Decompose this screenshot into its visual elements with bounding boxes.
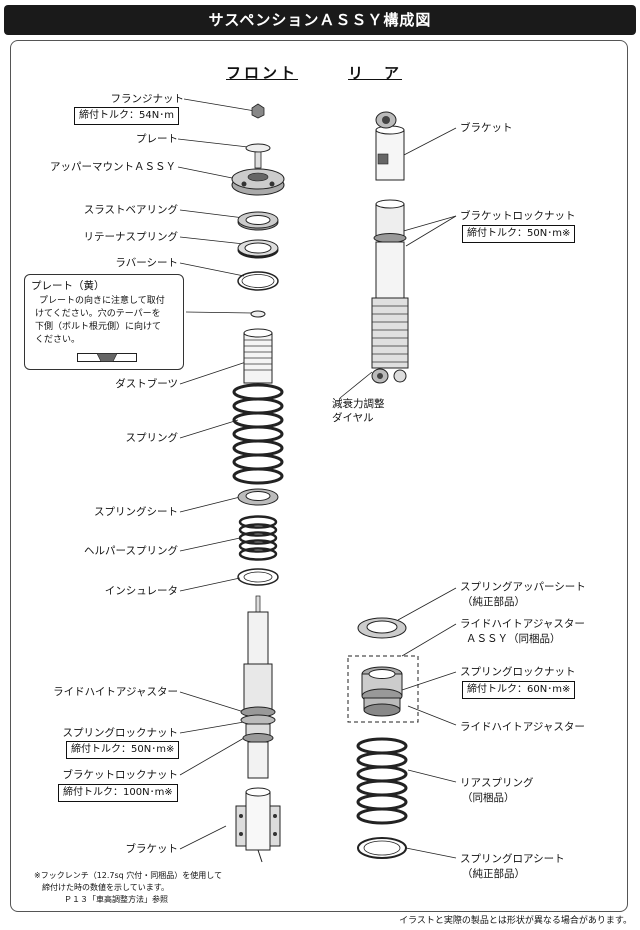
callout-line: プレートの向きに注意して取付 xyxy=(39,296,165,306)
label-spring-lock-nut: スプリングロックナット xyxy=(62,727,179,739)
yellow-plate-callout: プレート（黄） プレートの向きに注意して取付 けてください。穴のテーパーを 下側… xyxy=(24,274,184,370)
label-bracket-lock-nut: ブラケットロックナット xyxy=(62,769,179,781)
rear-spring-upper-seat-part xyxy=(357,617,407,639)
retainer-spring-part xyxy=(237,239,279,259)
rear-bracket-part xyxy=(375,111,405,181)
torque-spring-lock-nut: 締付トルク：50N･m※ xyxy=(66,741,180,759)
rear-heading: リ ア xyxy=(348,64,403,82)
rear-ride-height-adjuster-part xyxy=(361,666,403,717)
callout-line: ください。 xyxy=(35,335,81,345)
label-rear-bracket: ブラケット xyxy=(460,122,513,134)
spring-seat-part xyxy=(237,488,279,506)
rear-spring-part xyxy=(356,737,408,825)
front-damper-part xyxy=(240,595,276,779)
label-spring-lower-seat: スプリングロアシート xyxy=(460,853,565,865)
dust-boots-part xyxy=(243,328,273,384)
torque-flange-nut: 締付トルク：54N･m xyxy=(74,107,179,125)
label-thrust-bearing: スラストベアリング xyxy=(83,204,178,216)
label-dust-boots: ダストブーツ xyxy=(115,378,178,390)
yellow-plate-part xyxy=(250,310,266,318)
upper-mount-part xyxy=(231,151,285,196)
label-insulator: インシュレータ xyxy=(104,585,178,597)
helper-spring-part xyxy=(238,515,278,561)
flange-nut-part xyxy=(251,103,265,119)
plate-profile-icon xyxy=(77,353,137,362)
torque-bracket-lock-nut: 締付トルク：100N･m※ xyxy=(58,784,178,802)
callout-line: 下側（ボルト根元側）に向けて xyxy=(35,322,162,332)
label-spring-upper-seat: スプリングアッパーシート xyxy=(460,581,586,593)
label-ride-height-adjuster: ライドハイトアジャスター xyxy=(53,686,178,698)
front-bracket-part xyxy=(235,787,281,863)
rear-damper-part xyxy=(371,199,409,384)
torque-rear-spring-lock-nut: 締付トルク：60N･m※ xyxy=(462,681,576,699)
label-flange-nut: フランジナット xyxy=(110,93,185,105)
label-damping-dial-2: ダイヤル xyxy=(332,412,374,424)
leader-lines xyxy=(177,98,457,859)
front-heading: フロント xyxy=(226,64,299,82)
callout-title: プレート（黄） xyxy=(31,280,105,292)
label-rear-bracket-lock-nut: ブラケットロックナット xyxy=(460,210,576,222)
label-rear-spring-2: （同梱品） xyxy=(462,792,515,804)
label-plate: プレート xyxy=(136,133,178,145)
label-retainer-spring: リテーナスプリング xyxy=(83,231,179,243)
note-line: Ｐ１３「車高調整方法」参照 xyxy=(64,895,168,904)
rear-spring-lower-seat-part xyxy=(357,837,407,859)
label-ride-height-assy-2: ＡＳＳＹ（同梱品） xyxy=(466,633,561,645)
label-rear-ride-height-adjuster: ライドハイトアジャスター xyxy=(460,721,585,733)
label-spring-seat: スプリングシート xyxy=(94,506,178,518)
torque-rear-bracket-lock-nut: 締付トルク：50N･m※ xyxy=(462,225,576,243)
plate-part xyxy=(245,143,271,153)
insulator-part xyxy=(237,568,279,586)
label-spring-lower-seat-2: （純正部品） xyxy=(462,868,525,880)
main-spring-part xyxy=(232,383,284,485)
label-damping-dial: 減衰力調整 xyxy=(332,398,385,410)
label-rear-spring: リアスプリング xyxy=(460,777,534,789)
label-spring: スプリング xyxy=(125,432,179,444)
note-line: ※フックレンチ（12.7sq 穴付・同梱品）を使用して xyxy=(34,871,223,880)
label-upper-mount: アッパーマウントＡＳＳＹ xyxy=(50,161,176,173)
label-rubber-sheet: ラバーシート xyxy=(115,257,178,269)
page-title: サスペンションＡＳＳＹ構成図 xyxy=(4,5,636,35)
label-bracket: ブラケット xyxy=(125,843,179,855)
label-spring-upper-seat-2: （純正部品） xyxy=(462,596,525,608)
diagram-frame xyxy=(10,40,628,912)
label-helper-spring: ヘルパースプリング xyxy=(84,545,178,557)
rubber-sheet-part xyxy=(237,271,279,291)
thrust-bearing-part xyxy=(237,211,279,231)
callout-line: けてください。穴のテーパーを xyxy=(35,309,161,319)
footer-disclaimer: イラストと実際の製品とは形状が異なる場合があります。 xyxy=(399,916,632,926)
ride-height-assy-box xyxy=(347,655,419,723)
label-rear-spring-lock-nut: スプリングロックナット xyxy=(460,666,576,678)
label-ride-height-assy: ライドハイトアジャスター xyxy=(460,618,585,630)
note-line: 締付けた時の数値を示しています。 xyxy=(42,883,169,892)
